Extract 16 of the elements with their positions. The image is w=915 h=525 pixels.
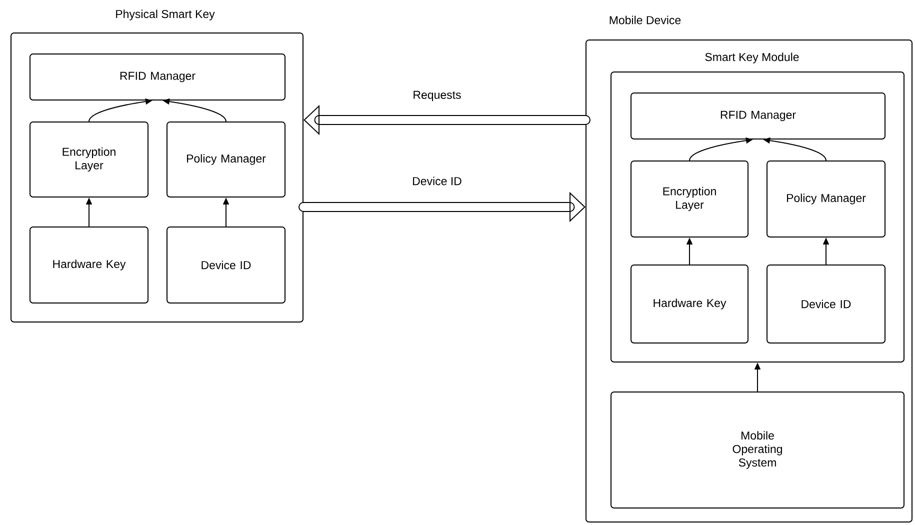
component-box: Mobile Operating System [610,392,904,508]
node-label: Smart Key Module [705,52,799,64]
component-box: Policy Manager [166,122,286,198]
component-box: RFID Manager [630,92,886,140]
component-box: Encryption Layer [630,160,748,238]
component-box: Encryption Layer [30,122,148,198]
component-box: Policy Manager [766,160,886,238]
component-box: RFID Manager [30,54,286,100]
component-box: Device ID [166,226,286,304]
component-box: Device ID [766,264,886,344]
component-box: Hardware Key [630,264,748,344]
node-label: Physical Smart Key [116,10,215,20]
edge-label: Requests [414,90,461,102]
component-box: Hardware Key [30,226,148,304]
edge-label: Device ID [413,176,462,186]
node-label: Mobile Device [610,16,681,24]
